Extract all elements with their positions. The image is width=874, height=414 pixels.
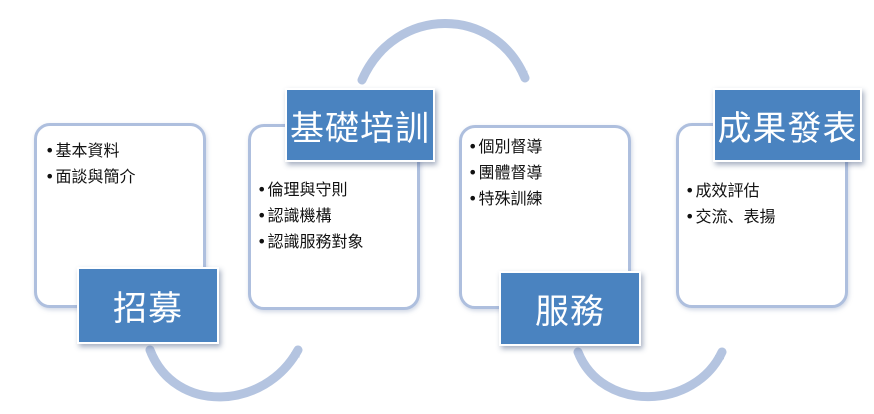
- stage-items-recruit: 基本資料 面談與簡介: [45, 138, 135, 190]
- stage-item: 成效評估: [685, 178, 775, 204]
- stage-item: 倫理與守則: [257, 177, 363, 203]
- stage-item: 交流、表揚: [685, 204, 775, 230]
- stage-item: 認識機構: [257, 203, 363, 229]
- stage-label-training: 基礎培訓: [285, 88, 435, 162]
- stage-items-training: 倫理與守則 認識機構 認識服務對象: [257, 177, 363, 255]
- stage-item: 基本資料: [45, 138, 135, 164]
- stage-label-service: 服務: [499, 271, 641, 346]
- stage-items-service: 個別督導 團體督導 特殊訓練: [468, 134, 542, 212]
- arrow-training-to-service: [357, 19, 530, 85]
- arrow-service-to-result: [573, 347, 727, 402]
- stage-item: 面談與簡介: [45, 164, 135, 190]
- stage-item: 團體督導: [468, 160, 542, 186]
- stage-item: 特殊訓練: [468, 186, 542, 212]
- stage-item: 認識服務對象: [257, 229, 363, 255]
- stage-item: 個別督導: [468, 134, 542, 160]
- stage-label-result: 成果發表: [713, 88, 862, 162]
- arrow-recruit-to-training: [145, 345, 303, 402]
- stage-label-recruit: 招募: [77, 267, 219, 344]
- stage-items-result: 成效評估 交流、表揚: [685, 178, 775, 230]
